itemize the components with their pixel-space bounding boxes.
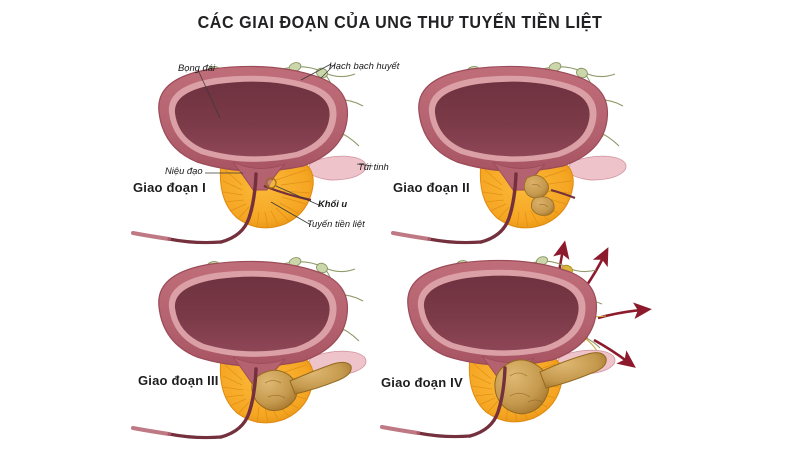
bladder bbox=[158, 260, 349, 386]
penile-urethra bbox=[131, 426, 171, 436]
urethra-distal bbox=[167, 237, 223, 245]
ejaculatory-duct bbox=[550, 188, 576, 200]
bladder-lumen bbox=[174, 81, 330, 157]
stage-1-label: Giao đoạn I bbox=[133, 180, 206, 195]
stage-2-illustration bbox=[385, 50, 715, 245]
bladder bbox=[407, 259, 598, 385]
tumor-stage-3 bbox=[251, 361, 352, 411]
penile-urethra bbox=[391, 231, 431, 241]
stage-2-label: Giao đoạn II bbox=[393, 180, 470, 195]
annotation-seminal-vesicle: Túi tinh bbox=[358, 161, 389, 172]
bladder-lumen bbox=[434, 81, 590, 157]
urethra-distal bbox=[167, 432, 223, 440]
page-title: CÁC GIAI ĐOẠN CỦA UNG THƯ TUYẾN TIỀN LIỆ… bbox=[197, 12, 603, 32]
annotation-urethra: Niệu đạo bbox=[165, 165, 203, 176]
stage-4-svg bbox=[380, 240, 652, 439]
tumor-extension-vesicle bbox=[289, 361, 352, 395]
urethra bbox=[219, 172, 258, 244]
seminal-vesicle bbox=[306, 155, 367, 181]
stage-3-label: Giao đoạn III bbox=[138, 373, 219, 388]
stage-4-illustration bbox=[380, 240, 710, 439]
metastasis-arrow-down-right bbox=[593, 338, 636, 368]
leader-lines bbox=[197, 63, 374, 226]
annotation-lymph-nodes: Hạch bạch huyết bbox=[329, 60, 400, 71]
annotation-tumor: Khối u bbox=[318, 198, 348, 209]
urethra-distal bbox=[427, 237, 483, 245]
metastasis-arrow-right bbox=[597, 302, 652, 320]
tumor-stage-4 bbox=[494, 352, 607, 415]
bladder bbox=[158, 65, 349, 191]
tumor-stage-1-core bbox=[268, 180, 274, 186]
stage-1-illustration bbox=[125, 50, 455, 245]
tumor-extension-vesicle bbox=[539, 352, 607, 389]
tumor-stage-1 bbox=[265, 177, 277, 189]
stage-3-illustration bbox=[125, 245, 455, 440]
penile-urethra bbox=[131, 231, 171, 241]
urethra bbox=[468, 366, 507, 438]
stage-2-svg bbox=[391, 62, 627, 245]
tumor-stage-2 bbox=[523, 175, 555, 216]
stage-4-label: Giao đoạn IV bbox=[381, 375, 463, 390]
bladder bbox=[418, 65, 609, 191]
annotation-bladder: Bọng đái bbox=[178, 62, 216, 73]
bladder-lumen bbox=[174, 276, 330, 352]
seminal-vesicle bbox=[566, 155, 627, 181]
urethra bbox=[479, 172, 518, 244]
stage-1-svg bbox=[131, 62, 374, 245]
annotation-prostate: Tuyến tiền liệt bbox=[307, 218, 365, 229]
urethra bbox=[219, 367, 258, 439]
urethra-distal bbox=[416, 431, 472, 439]
stage-3-svg bbox=[131, 257, 367, 440]
penile-urethra bbox=[380, 425, 420, 435]
bladder-lumen bbox=[423, 275, 579, 351]
